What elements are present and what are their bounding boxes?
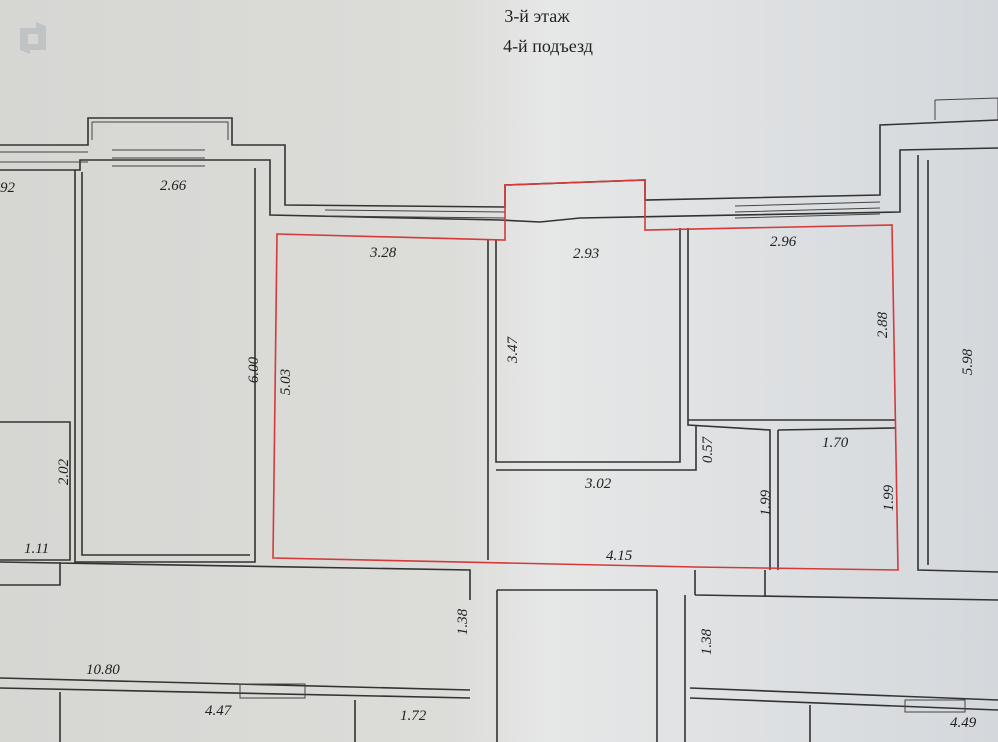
- dim-label: 2.02: [56, 458, 72, 485]
- apartment-outline: [272, 179, 899, 571]
- dim-label: 10.80: [86, 662, 120, 678]
- dim-label: 1.70: [822, 435, 849, 451]
- entrance-title: 4-й подъезд: [503, 36, 593, 56]
- dim-label: 2.96: [770, 234, 797, 250]
- dim-label: 1.99: [881, 484, 897, 511]
- dim-label: 6.00: [246, 356, 262, 383]
- dim-label: 5.03: [278, 369, 294, 395]
- watermark-logo-icon: [20, 22, 46, 54]
- dim-label: 1.38: [455, 608, 471, 635]
- dim-label: 3.47: [505, 335, 521, 364]
- dim-label: 0.57: [700, 435, 716, 463]
- floor-title: 3-й этаж: [504, 6, 570, 26]
- dim-label: 1.99: [758, 489, 774, 516]
- dim-label: 4.49: [950, 715, 977, 731]
- dim-label: 2.93: [573, 246, 599, 262]
- dim-label: 3.28: [369, 245, 397, 261]
- dim-label: 4.15: [606, 548, 633, 564]
- dim-label: 2.88: [875, 311, 891, 338]
- dim-label: 3.02: [584, 476, 612, 492]
- walls: [0, 97, 998, 742]
- dim-label: 4.47: [205, 703, 233, 719]
- dim-label: 1.11: [24, 541, 49, 557]
- dim-label: 2.66: [160, 178, 187, 194]
- dim-label: 5.98: [960, 348, 976, 375]
- dim-label: 92: [0, 180, 16, 196]
- dim-label: 1.72: [400, 708, 427, 724]
- dim-label: 1.38: [699, 628, 715, 655]
